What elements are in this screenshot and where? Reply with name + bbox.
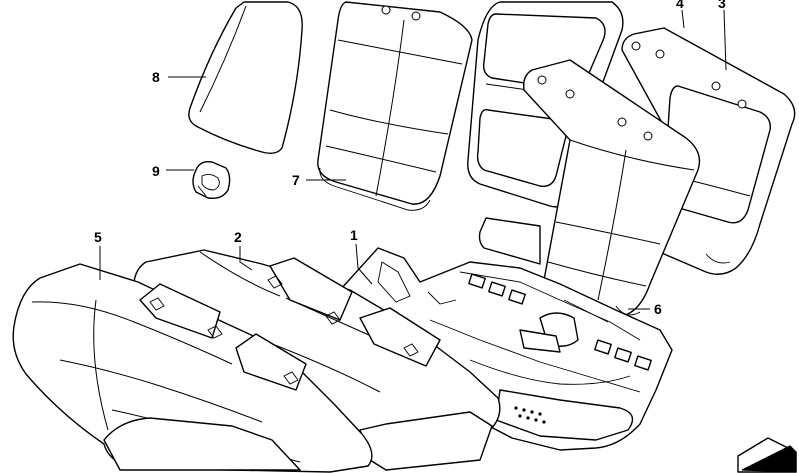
callout-8: 8 [152, 69, 160, 85]
leader-3 [723, 9, 727, 71]
frame-vents [468, 273, 652, 371]
leader-1 [355, 243, 373, 285]
callout-2: 2 [234, 229, 242, 245]
callout-6: 6 [654, 301, 662, 317]
leader-2 [239, 246, 253, 271]
frame-perforation [514, 406, 546, 424]
leader-lines [99, 9, 727, 310]
part-1-seat-frame [339, 247, 673, 451]
part-9-clip [192, 160, 231, 200]
callout-4: 4 [676, 0, 684, 11]
folded-corner-icon [737, 437, 797, 473]
backrest-pad [478, 217, 541, 265]
callout-1: 1 [350, 227, 358, 243]
part-7-backrest-cover [317, 1, 473, 211]
part-2-seat-cushion [133, 249, 501, 471]
callout-5: 5 [94, 229, 102, 245]
callout-3: 3 [718, 0, 726, 11]
part-5-seat-cushion-left [12, 263, 373, 473]
callout-9: 9 [152, 163, 160, 179]
callout-7: 7 [292, 172, 300, 188]
callout-labels: 1 2 3 4 5 6 7 8 9 [94, 0, 726, 317]
leader-4 [681, 9, 685, 29]
part-8-side-bolster [188, 1, 303, 155]
